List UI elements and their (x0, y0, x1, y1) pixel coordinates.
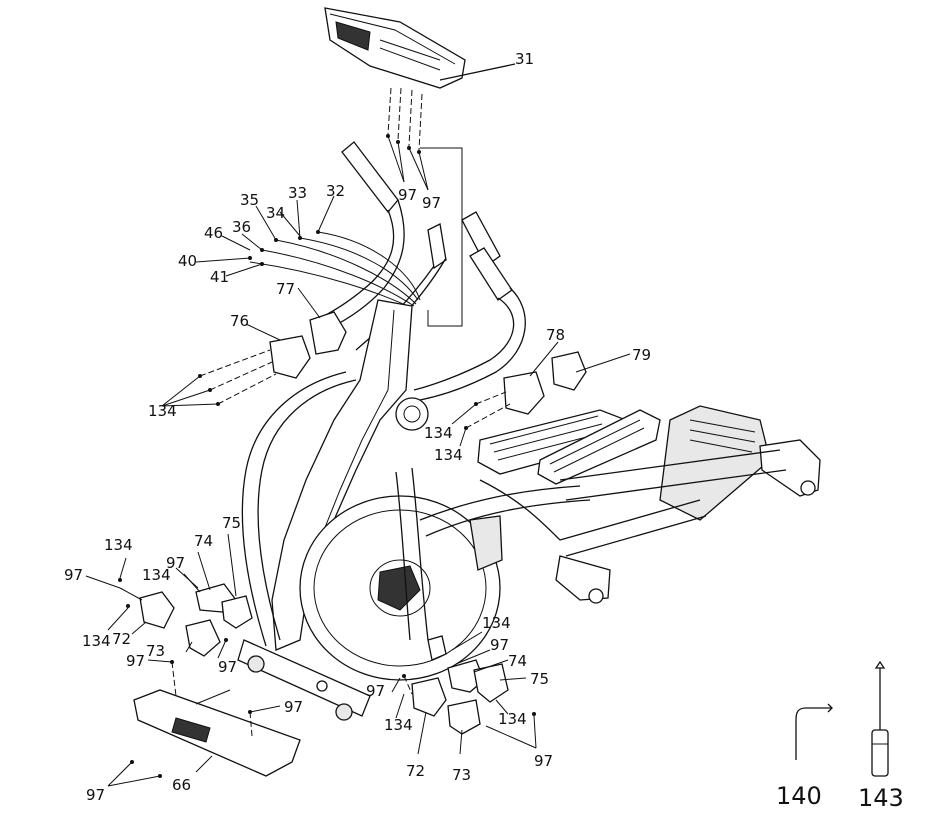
label-46: 46 (204, 224, 223, 242)
label-97: 97 (398, 186, 417, 204)
label-97: 97 (422, 194, 441, 212)
label-35: 35 (240, 191, 259, 209)
label-97: 97 (284, 698, 303, 716)
label-72: 72 (112, 630, 131, 648)
tool-label-143: 143 (858, 784, 904, 812)
label-32: 32 (326, 182, 345, 200)
label-134: 134 (384, 716, 413, 734)
label-134: 134 (148, 402, 177, 420)
screwdriver-icon (872, 662, 888, 776)
label-134: 134 (434, 446, 463, 464)
label-97: 97 (534, 752, 553, 770)
label-134: 134 (142, 566, 171, 584)
label-134: 134 (482, 614, 511, 632)
label-74: 74 (508, 652, 527, 670)
label-73: 73 (146, 642, 165, 660)
label-74: 74 (194, 532, 213, 550)
label-77: 77 (276, 280, 295, 298)
label-97: 97 (64, 566, 83, 584)
label-75: 75 (222, 514, 241, 532)
label-97: 97 (366, 682, 385, 700)
label-33: 33 (288, 184, 307, 202)
label-134: 134 (104, 536, 133, 554)
label-134: 134 (82, 632, 111, 650)
label-134: 134 (424, 424, 453, 442)
label-36: 36 (232, 218, 251, 236)
handlebars (320, 142, 525, 400)
label-97: 97 (490, 636, 509, 654)
label-97: 97 (126, 652, 145, 670)
label-97: 97 (218, 658, 237, 676)
tool-label-140: 140 (776, 782, 822, 810)
label-97: 97 (86, 786, 105, 804)
label-79: 79 (632, 346, 651, 364)
label-78: 78 (546, 326, 565, 344)
label-34: 34 (266, 204, 285, 222)
label-73: 73 (452, 766, 471, 784)
label-72: 72 (406, 762, 425, 780)
label-31: 31 (515, 50, 534, 68)
label-41: 41 (210, 268, 229, 286)
label-76: 76 (230, 312, 249, 330)
hex-key-icon (796, 704, 832, 760)
label-134: 134 (498, 710, 527, 728)
label-40: 40 (178, 252, 197, 270)
console-part (325, 8, 465, 88)
label-66: 66 (172, 776, 191, 794)
pedal-rails (470, 406, 820, 603)
label-75: 75 (530, 670, 549, 688)
front-stabilizer (134, 640, 370, 776)
